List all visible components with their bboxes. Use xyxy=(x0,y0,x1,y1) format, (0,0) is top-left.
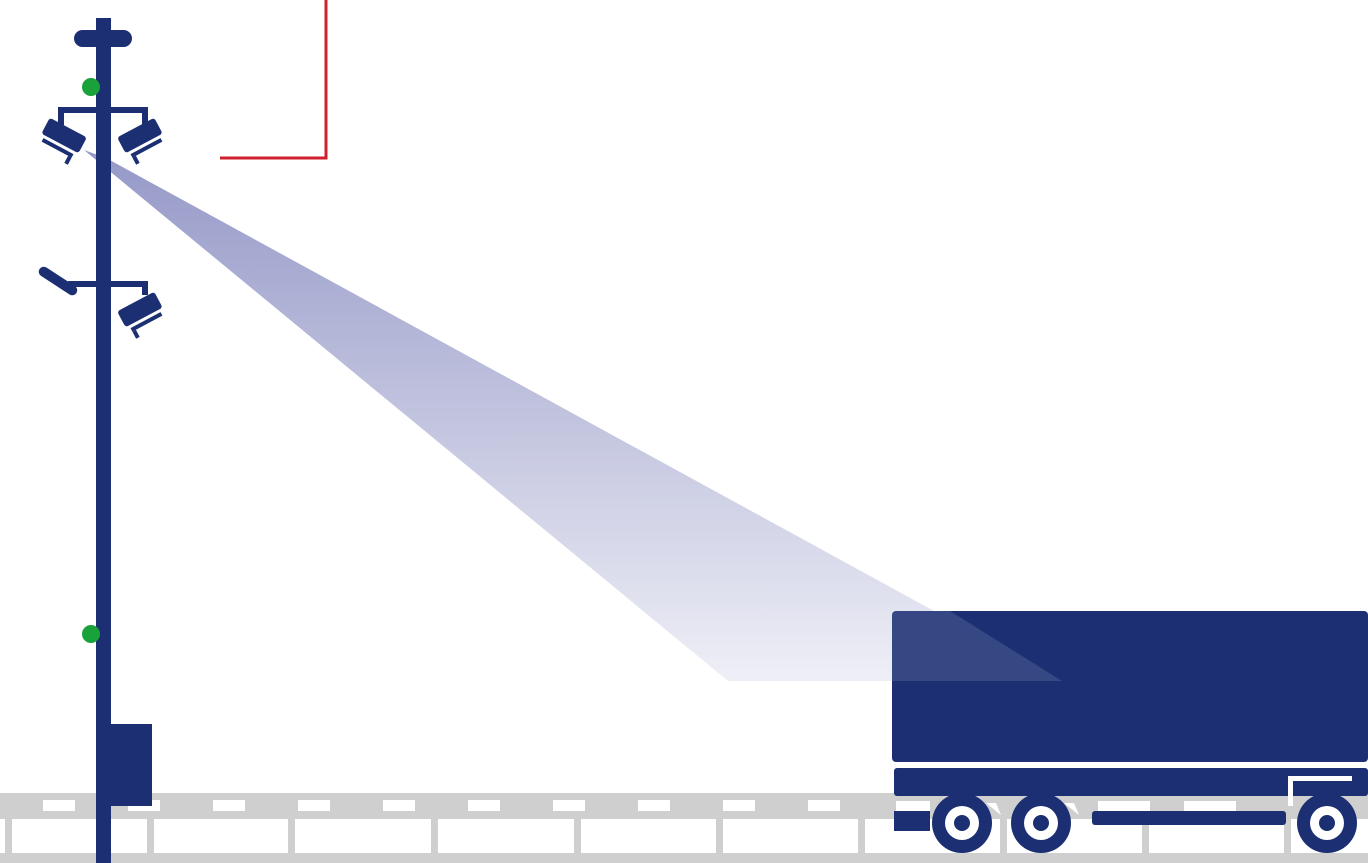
lower-crossarm xyxy=(66,281,148,287)
upper-left-bracket xyxy=(58,107,64,125)
pole-cabinet xyxy=(104,724,152,806)
cctv-camera-icon xyxy=(34,118,87,167)
trailer-underframe xyxy=(1092,811,1286,825)
road-curb xyxy=(0,853,1368,863)
trailer-chassis xyxy=(894,768,1368,796)
wheel-icon xyxy=(1297,793,1357,853)
bumper xyxy=(894,811,930,831)
camera-beam xyxy=(84,150,1062,681)
lower-right-bracket xyxy=(142,281,148,295)
status-light-icon xyxy=(82,625,100,643)
cctv-camera-icon xyxy=(117,292,170,341)
status-light-icon xyxy=(82,78,100,96)
callout-line xyxy=(220,0,326,158)
rear-bracket-post xyxy=(1288,776,1293,806)
rear-bracket xyxy=(1288,776,1352,781)
wheel-icon xyxy=(932,793,992,853)
cctv-camera-icon xyxy=(117,118,170,167)
wheel-icon xyxy=(1011,793,1071,853)
pole-top-cap xyxy=(74,30,132,47)
road xyxy=(0,793,1368,863)
upper-crossarm xyxy=(58,107,148,113)
